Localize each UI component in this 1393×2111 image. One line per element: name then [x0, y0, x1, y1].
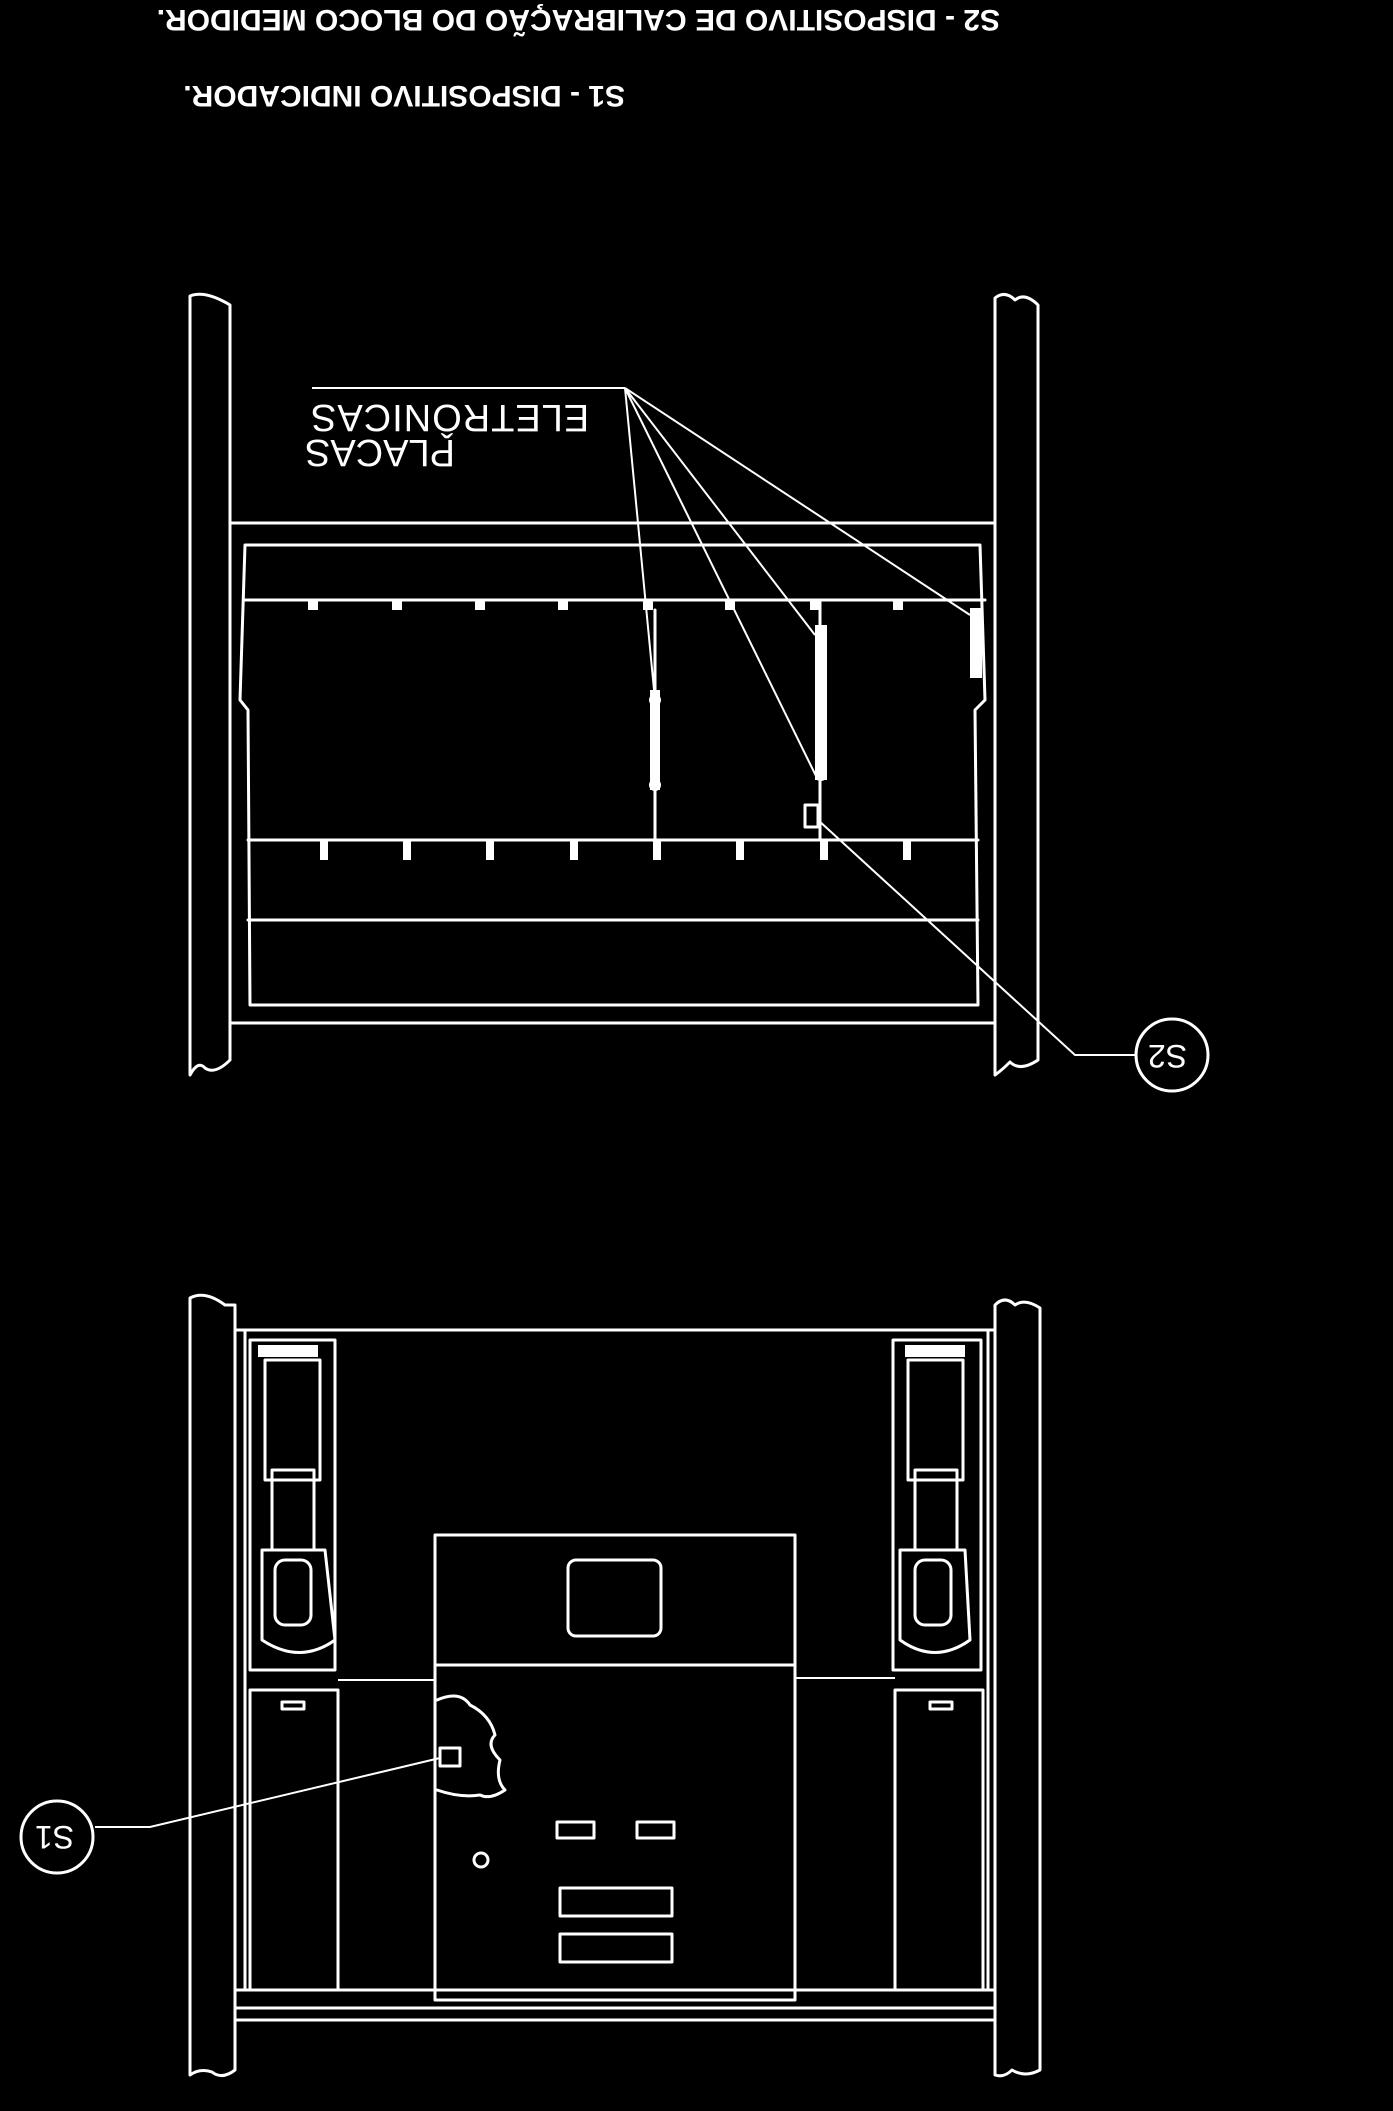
top-left-post	[188, 292, 232, 1077]
bottom-right-post	[993, 1298, 1042, 2078]
display-housing	[433, 1533, 797, 2002]
top-card-guides	[308, 600, 903, 610]
electronic-board-3	[970, 608, 982, 678]
left-nozzle	[248, 1338, 337, 1672]
boards-label-line2: ELETRÔNICAS	[310, 396, 590, 438]
electronic-board-2	[815, 608, 827, 842]
s2-leader	[817, 819, 1135, 1056]
cutaway	[435, 1694, 507, 1799]
display-button-right	[635, 1820, 676, 1840]
bottom-left-post	[188, 1293, 237, 2077]
electronic-board-1	[649, 608, 661, 842]
s2-callout-circle	[1134, 1017, 1210, 1093]
top-frame	[228, 521, 997, 1025]
display-button-left	[555, 1820, 596, 1840]
top-view	[188, 292, 1210, 1093]
left-panel-slot	[280, 1700, 306, 1711]
boards-label-leaders	[312, 387, 971, 781]
display-knob	[472, 1851, 490, 1869]
top-right-post	[993, 293, 1040, 1077]
right-side-panel	[893, 1688, 985, 1992]
s2-callout-label: S2	[1148, 1038, 1188, 1074]
display-field-2	[558, 1932, 674, 1964]
s1-leader	[95, 1757, 441, 1828]
bottom-view	[19, 1293, 1042, 2078]
display-field-1	[558, 1886, 674, 1918]
right-nozzle	[891, 1338, 983, 1672]
boards-panel	[238, 543, 987, 1007]
display-window	[566, 1558, 663, 1638]
s1-callout-label: S1	[35, 1819, 75, 1855]
left-side-panel	[248, 1688, 340, 1992]
s2-calibration-device	[803, 803, 820, 829]
s1-indicator-device	[438, 1746, 462, 1768]
s1-callout-circle	[19, 1799, 95, 1875]
right-panel-slot	[928, 1700, 954, 1711]
bottom-card-guides	[320, 840, 911, 860]
